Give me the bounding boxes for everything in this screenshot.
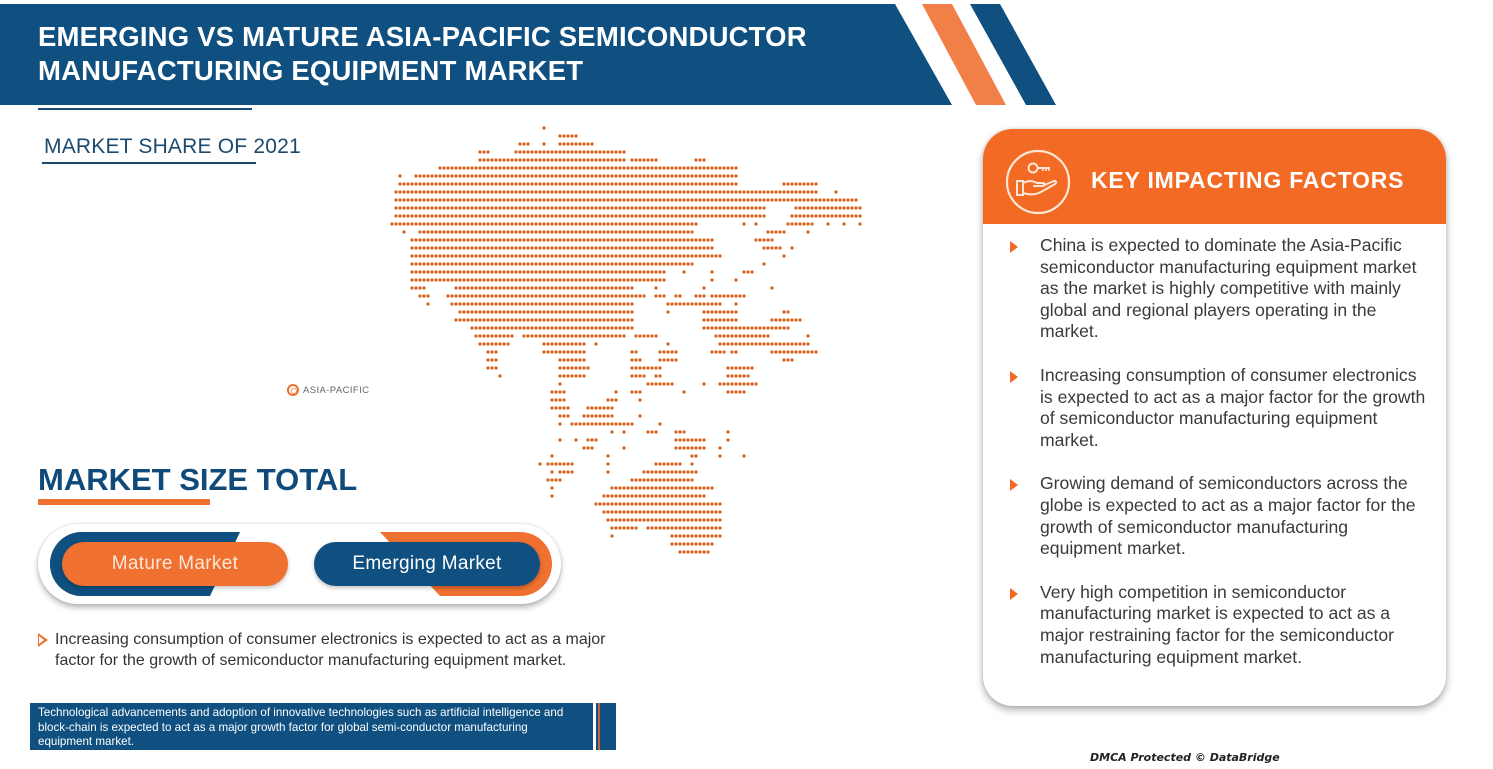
bottom-note-bar: Technological advancements and adoption … bbox=[30, 703, 593, 750]
page-title: EMERGING VS MATURE ASIA-PACIFIC SEMICOND… bbox=[38, 20, 918, 88]
factor-text: Very high competition in semiconductor m… bbox=[1040, 581, 1394, 667]
bullet-arrow-icon bbox=[1010, 370, 1018, 383]
key-factors-list: China is expected to dominate the Asia-P… bbox=[983, 235, 1446, 690]
asia-pacific-dot-map bbox=[390, 126, 862, 554]
page-title-line-1: EMERGING VS MATURE ASIA-PACIFIC SEMICOND… bbox=[38, 21, 807, 52]
legend-label: ASIA-PACIFIC bbox=[303, 384, 370, 396]
title-banner bbox=[0, 4, 952, 105]
market-size-underline bbox=[38, 499, 210, 505]
factor-text: Increasing consumption of consumer elect… bbox=[1040, 364, 1426, 450]
mature-market-button[interactable]: Mature Market bbox=[62, 542, 288, 586]
dmca-notice: DMCA Protected © DataBridge bbox=[1090, 751, 1280, 764]
title-underline bbox=[38, 108, 252, 110]
bottom-note-accent bbox=[596, 703, 616, 750]
emerging-market-button[interactable]: Emerging Market bbox=[314, 542, 540, 586]
factor-text: Growing demand of semiconductors across … bbox=[1040, 473, 1416, 559]
bullet-arrow-icon bbox=[1010, 241, 1018, 253]
market-size-bullet: Increasing consumption of consumer elect… bbox=[38, 629, 618, 671]
market-share-underline bbox=[42, 162, 256, 164]
page-title-line-2: MANUFACTURING EQUIPMENT MARKET bbox=[38, 55, 584, 86]
factor-item: Increasing consumption of consumer elect… bbox=[983, 365, 1446, 451]
key-in-hand-icon bbox=[1005, 149, 1071, 215]
market-size-title: MARKET SIZE TOTAL bbox=[38, 462, 358, 497]
factor-item: China is expected to dominate the Asia-P… bbox=[983, 235, 1446, 343]
market-size-bullet-text: Increasing consumption of consumer elect… bbox=[55, 631, 606, 669]
bullet-arrow-icon bbox=[1010, 587, 1018, 600]
key-factors-title: KEY IMPACTING FACTORS bbox=[1091, 167, 1405, 193]
market-share-title: MARKET SHARE OF 2021 bbox=[44, 135, 301, 158]
map-legend: ASIA-PACIFIC bbox=[287, 384, 369, 396]
bottom-note-text: Technological advancements and adoption … bbox=[38, 706, 564, 748]
bullet-arrow-icon bbox=[1010, 479, 1018, 492]
factor-item: Very high competition in semiconductor m… bbox=[983, 582, 1446, 668]
key-factors-header: KEY IMPACTING FACTORS bbox=[983, 129, 1446, 224]
factor-text: China is expected to dominate the Asia-P… bbox=[1040, 235, 1417, 342]
key-factors-card: KEY IMPACTING FACTORS China is expected … bbox=[983, 129, 1446, 706]
factor-item: Growing demand of semiconductors across … bbox=[983, 473, 1446, 559]
bullet-triangle-icon bbox=[38, 633, 48, 647]
legend-circle-icon bbox=[287, 384, 299, 396]
